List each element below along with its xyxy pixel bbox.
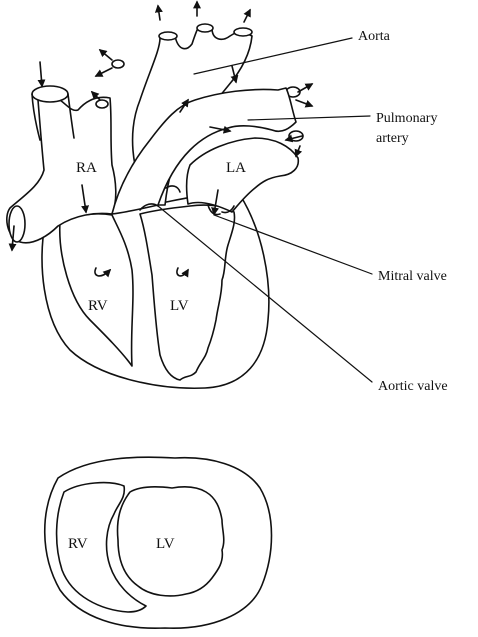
label-ra: RA (76, 160, 97, 176)
mitral-valve-leader (214, 215, 372, 274)
left-vessel-lower (96, 100, 108, 108)
label-aortic-valve: Aortic valve (378, 379, 448, 394)
label-lv: LV (170, 298, 189, 314)
label-aorta: Aorta (358, 29, 391, 44)
label-rv: RV (88, 298, 108, 314)
label-pulmonary-line1: Pulmonary (376, 111, 437, 126)
heart-longitudinal-view: RA LA RV LV (7, 2, 312, 388)
right-ventricle-cavity (60, 214, 133, 366)
label-la: LA (226, 160, 246, 176)
left-ventricle-cavity (140, 205, 235, 380)
section-label-rv: RV (68, 536, 88, 552)
brachiocephalic-opening (159, 32, 177, 40)
label-mitral-valve: Mitral valve (378, 269, 447, 284)
left-subclavian-opening (234, 28, 252, 36)
left-carotid-opening (197, 24, 213, 32)
heart-cross-section: RV LV (45, 457, 272, 628)
left-vessel-upper (112, 60, 124, 68)
inferior-vena-cava-opening (9, 206, 25, 242)
label-pulmonary-line2: artery (376, 131, 409, 146)
superior-vena-cava-opening (32, 86, 68, 102)
section-label-lv: LV (156, 536, 175, 552)
